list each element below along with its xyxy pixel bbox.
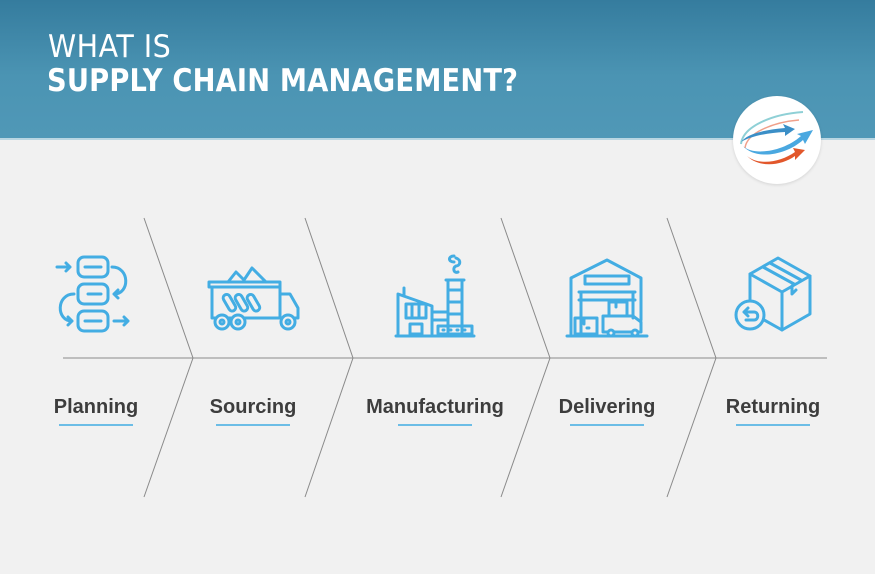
factory-icon	[394, 254, 476, 338]
warehouse-icon	[565, 258, 649, 338]
delivering-underline	[570, 424, 644, 426]
step-label-delivering: Delivering	[558, 396, 656, 418]
header-banner	[0, 0, 875, 138]
step-label-manufacturing: Manufacturing	[366, 396, 504, 418]
dump-truck-icon	[207, 266, 300, 331]
logo	[733, 96, 821, 184]
circular-arrows-logo-icon	[740, 111, 813, 165]
page-title: SUPPLY CHAIN MANAGEMENT?	[47, 63, 519, 99]
sourcing-underline	[216, 424, 290, 426]
step-label-sourcing: Sourcing	[209, 396, 297, 418]
return-box-icon	[734, 256, 812, 332]
planning-underline	[59, 424, 133, 426]
manufacturing-underline	[398, 424, 472, 426]
step-label-returning: Returning	[725, 396, 821, 418]
title-line-1: WHAT IS	[48, 29, 172, 65]
header-divider	[0, 138, 875, 140]
flowchart-icon	[55, 255, 130, 333]
step-label-planning: Planning	[53, 396, 139, 418]
returning-underline	[736, 424, 810, 426]
